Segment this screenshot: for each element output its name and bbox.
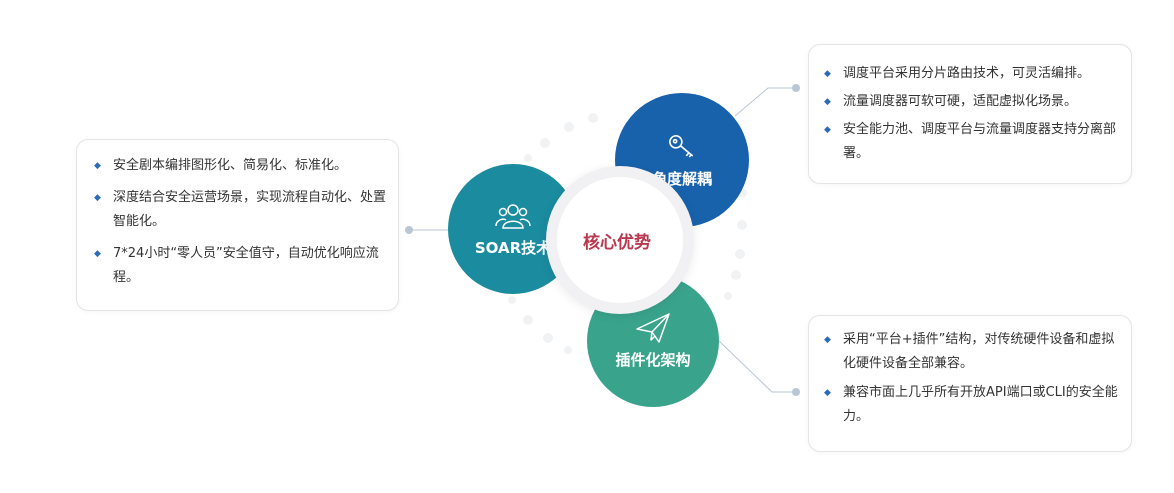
card-soar-details: ◆安全剧本编排图形化、简易化、标准化。 ◆深度结合安全运营场景，实现流程自动化、… (76, 139, 399, 311)
diamond-bullet-icon: ◆ (824, 388, 831, 398)
core-circle: 核心优势 (557, 177, 683, 303)
list-item: ◆兼容市面上几乎所有开放API端口或CLI的安全能力。 (813, 381, 1119, 429)
diamond-bullet-icon: ◆ (824, 69, 831, 79)
card-decouple-details: ◆调度平台采用分片路由技术，可灵活编排。 ◆流量调度器可软可硬，适配虚拟化场景。… (808, 44, 1132, 184)
list-item: ◆深度结合安全运营场景，实现流程自动化、处置智能化。 (83, 186, 386, 234)
list-item: ◆调度平台采用分片路由技术，可灵活编排。 (813, 62, 1119, 86)
diamond-bullet-icon: ◆ (94, 249, 101, 259)
list-item: ◆安全能力池、调度平台与流量调度器支持分离部署。 (813, 118, 1119, 166)
key-icon (665, 132, 699, 162)
diamond-bullet-icon: ◆ (824, 125, 831, 135)
core-title: 核心优势 (583, 232, 651, 253)
node-label: 插件化架构 (615, 350, 691, 369)
card-plugin-details: ◆采用“平台+插件”结构，对传统硬件设备和虚拟化硬件设备全部兼容。 ◆兼容市面上… (808, 315, 1132, 452)
list-item: ◆安全剧本编排图形化、简易化、标准化。 (83, 154, 386, 178)
list-item: ◆采用“平台+插件”结构，对传统硬件设备和虚拟化硬件设备全部兼容。 (813, 328, 1119, 376)
list-item: ◆7*24小时“零人员”安全值守，自动优化响应流程。 (83, 242, 386, 290)
decorative-dots (508, 113, 747, 354)
users-icon (494, 201, 532, 231)
diamond-bullet-icon: ◆ (824, 97, 831, 107)
list-item: ◆流量调度器可软可硬，适配虚拟化场景。 (813, 90, 1119, 114)
diamond-bullet-icon: ◆ (94, 193, 101, 203)
paper-plane-icon (634, 312, 672, 343)
node-label: SOAR技术 (474, 238, 552, 257)
diamond-bullet-icon: ◆ (94, 161, 101, 171)
connector-lines (409, 87, 796, 393)
connector-endpoints (405, 84, 800, 396)
diamond-bullet-icon: ◆ (824, 335, 831, 345)
